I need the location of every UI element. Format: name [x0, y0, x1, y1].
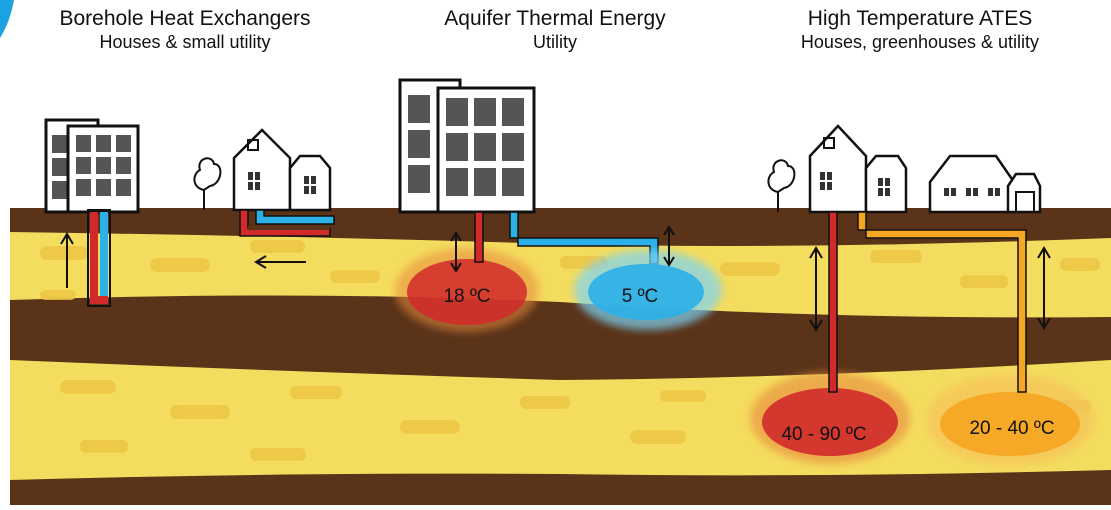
column-subtitle-ates: Utility — [533, 32, 577, 52]
ht-ates-section: 40 - 90 ºC 20 - 40 ºC — [750, 124, 1094, 466]
warm-well-pipe — [474, 211, 484, 263]
warm-ht-well-pipe — [857, 211, 1027, 393]
ates-warm-temp-label: 18 ºC — [443, 286, 490, 307]
hot-borehole-pipe — [90, 212, 98, 300]
hot-well-plume — [750, 372, 910, 464]
shallow-loop-pipes — [239, 209, 335, 237]
column-subtitle-ht-ates: Houses, greenhouses & utility — [800, 32, 1040, 52]
ht-depth-arrow-hot — [809, 246, 823, 332]
tree-icon — [193, 157, 222, 210]
column-title-ht-ates: High Temperature ATES — [807, 7, 1033, 30]
warm-well-plume — [395, 248, 539, 332]
ates-section: 18 ºC 5 ºC — [395, 78, 722, 332]
house-icon-2 — [808, 124, 908, 214]
warm-ht-well-plume — [926, 374, 1094, 466]
corner-accent-mark — [0, 0, 14, 38]
ates-cold-temp-label: 5 ºC — [622, 286, 659, 307]
column-header-borehole: Borehole Heat Exchangers Houses & small … — [20, 6, 350, 54]
aquifer-depth-arrow-cold — [663, 225, 675, 267]
heat-flow-arrow-up — [60, 232, 74, 288]
farmhouse-icon — [928, 154, 1042, 214]
column-title-borehole: Borehole Heat Exchangers — [59, 7, 311, 30]
column-header-ht-ates: High Temperature ATES Houses, greenhouse… — [750, 6, 1090, 54]
tree-icon-2 — [767, 159, 796, 212]
column-subtitle-borehole: Houses & small utility — [99, 32, 271, 52]
hot-well-pipe — [828, 211, 838, 393]
cold-well-plume — [574, 250, 722, 330]
heat-flow-arrow-left — [254, 255, 306, 269]
ht-hot-temp-label: 40 - 90 ºC — [781, 424, 866, 445]
column-title-ates: Aquifer Thermal Energy — [444, 7, 666, 30]
cold-borehole-pipe — [100, 212, 108, 300]
aquifer-depth-arrow-warm — [450, 231, 462, 273]
house-icon — [232, 128, 332, 212]
ground-layers — [10, 208, 1111, 505]
ht-warm-temp-label: 20 - 40 ºC — [969, 418, 1054, 439]
borehole-section — [44, 118, 335, 307]
column-header-ates: Aquifer Thermal Energy Utility — [390, 6, 720, 54]
ht-depth-arrow-warm — [1037, 246, 1051, 330]
